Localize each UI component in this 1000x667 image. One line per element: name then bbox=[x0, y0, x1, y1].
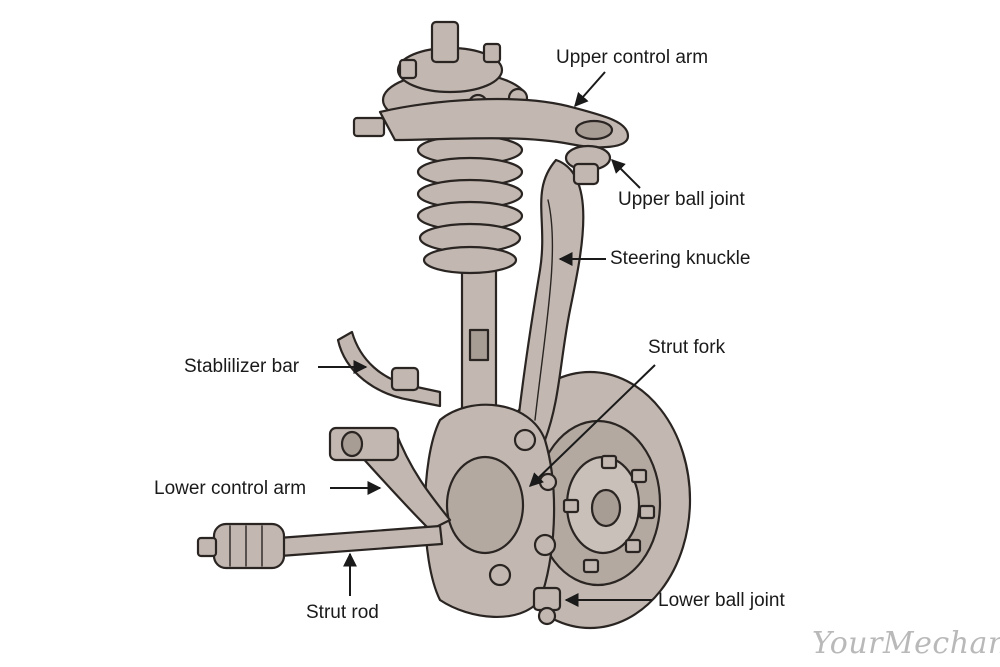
yourmechanic-watermark: YourMechanic bbox=[812, 626, 1000, 661]
upper-control-arm-part bbox=[378, 97, 630, 149]
label-strut-fork: Strut fork bbox=[648, 337, 726, 358]
label-lower-ball-joint: Lower ball joint bbox=[658, 590, 785, 611]
arrow-upper-control-arm bbox=[574, 71, 606, 108]
strut-rod-part bbox=[276, 524, 444, 558]
stabilizer-bar-part bbox=[336, 330, 442, 408]
label-strut-rod: Strut rod bbox=[306, 602, 379, 623]
label-lower-control-arm: Lower control arm bbox=[154, 478, 307, 499]
leader-arrows bbox=[318, 71, 656, 607]
arrow-strut-fork bbox=[528, 364, 656, 487]
arrow-upper-ball-joint bbox=[611, 159, 641, 189]
lower-ball-joint-part bbox=[532, 586, 562, 626]
label-upper-control-arm: Upper control arm bbox=[556, 47, 709, 68]
label-stabilizer-bar: Stablilizer bar bbox=[184, 356, 300, 377]
label-upper-ball-joint: Upper ball joint bbox=[618, 189, 745, 210]
coil-spring bbox=[416, 134, 524, 275]
label-steering-knuckle: Steering knuckle bbox=[610, 248, 751, 269]
upper-ball-joint-part bbox=[564, 144, 612, 186]
wheel-studs bbox=[562, 454, 656, 574]
